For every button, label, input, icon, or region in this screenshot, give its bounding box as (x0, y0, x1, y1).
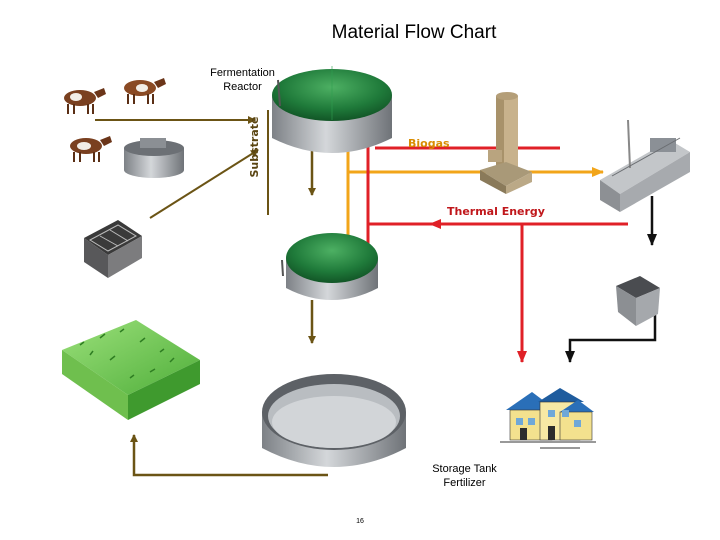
houses-icon (500, 388, 596, 449)
storage-tank-label-line1: Storage Tank (432, 463, 497, 475)
fermentation-reactor-label-line2: Reactor (223, 81, 262, 93)
cow-icon (64, 88, 106, 114)
page-number: 16 (356, 518, 364, 525)
feed-container-icon (84, 220, 142, 278)
substrate-label: Substrate (248, 116, 261, 178)
gas-tower-icon (480, 92, 532, 194)
biogas-label: Biogas (408, 137, 450, 150)
pre-tank-icon (124, 138, 184, 178)
silage-field-icon (62, 320, 200, 420)
storage-tank-label-line2: Fertilizer (443, 477, 486, 489)
secondary-fermenter-icon (281, 233, 378, 300)
cow-icon (70, 136, 112, 162)
thermal-flow (366, 140, 628, 363)
storage-tank-label: Storage Tank Fertilizer (412, 462, 517, 490)
thermal-energy-label: Thermal Energy (447, 205, 545, 218)
storage-tank-icon (262, 374, 406, 467)
electric-flow (565, 196, 657, 363)
cow-icon (124, 78, 166, 104)
chp-engine-icon (600, 119, 690, 212)
fermentation-reactor-icon (272, 66, 392, 153)
transformer-box-icon (616, 276, 660, 326)
page-title: Material Flow Chart (331, 22, 497, 43)
fermentation-reactor-label-line1: Fermentation (210, 67, 275, 79)
fermentation-reactor-label: Fermentation Reactor (195, 66, 290, 94)
